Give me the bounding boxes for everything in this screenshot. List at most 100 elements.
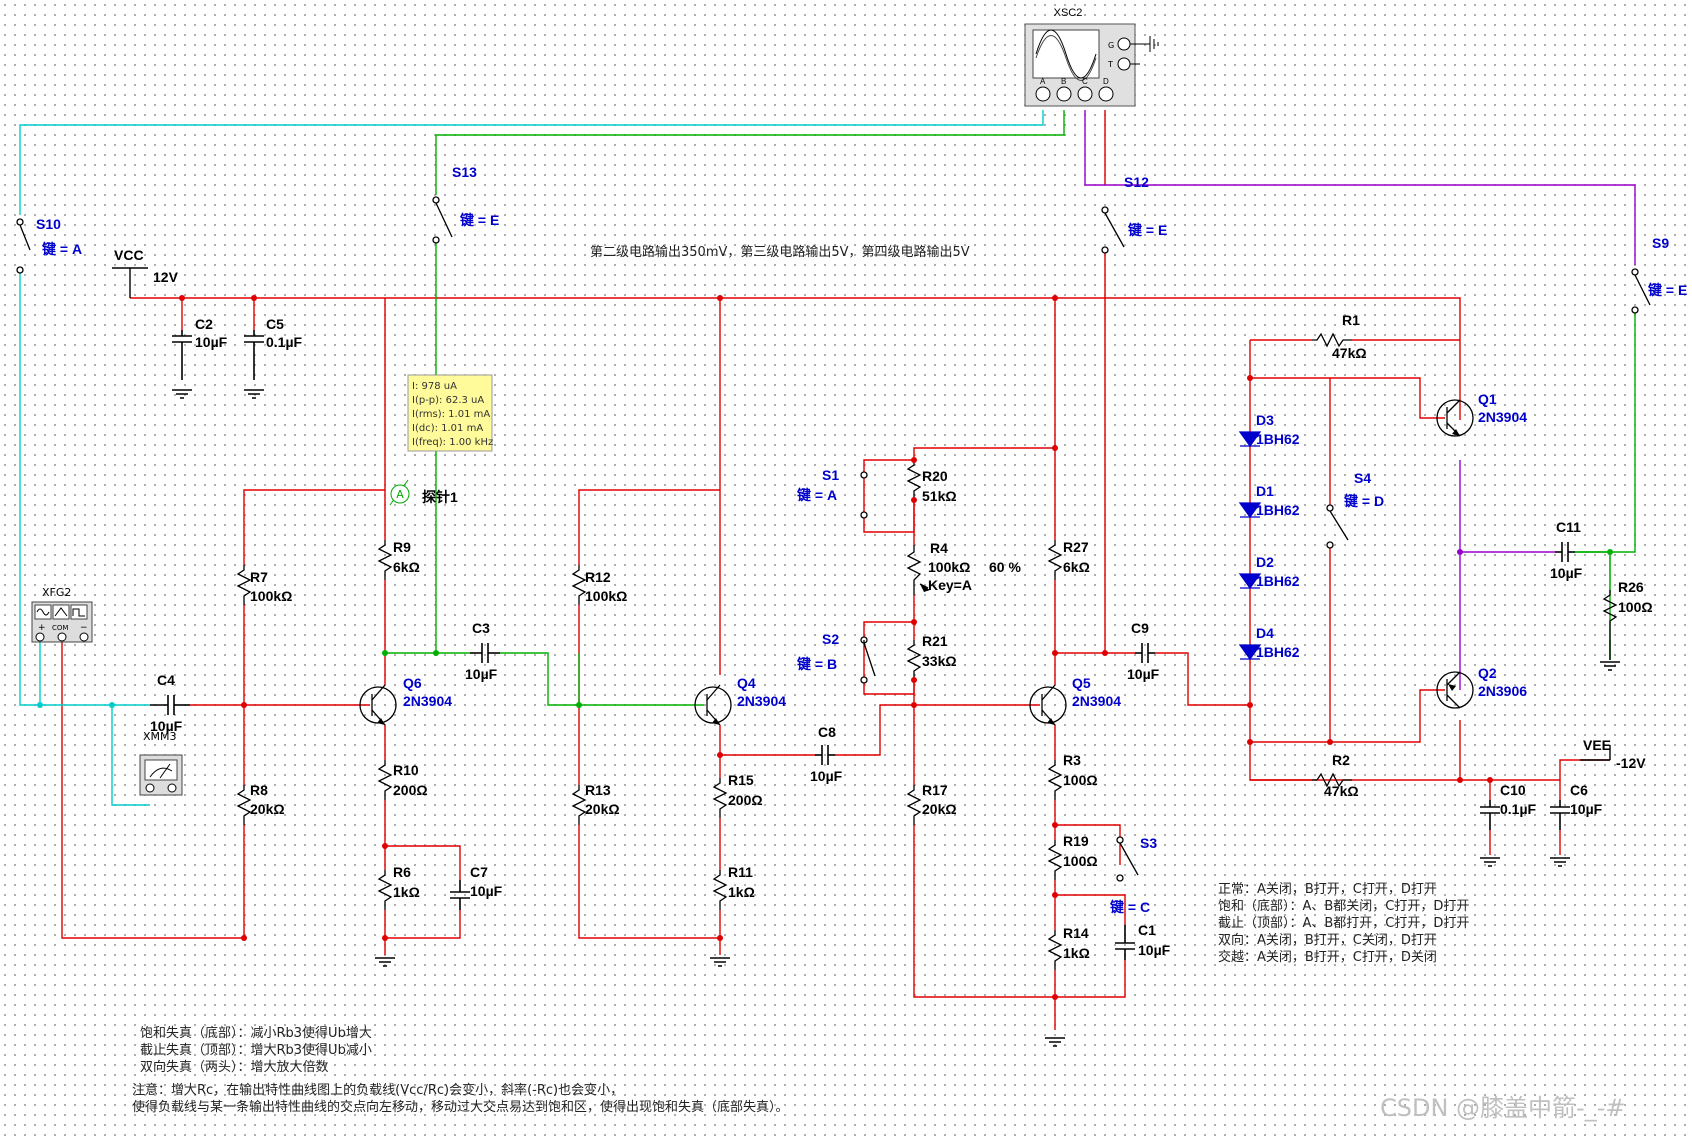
r15-value: 200Ω <box>728 792 763 808</box>
wires-purple <box>1084 110 1636 690</box>
capacitor-c3 <box>470 643 500 663</box>
c9-label: C9 <box>1131 620 1149 636</box>
junction-dots <box>179 295 1493 1000</box>
c6-value: 10µF <box>1570 801 1603 817</box>
r10-label: R10 <box>393 762 419 778</box>
s13-key: 键 = E <box>459 212 499 228</box>
junction-dots-green <box>382 549 1613 708</box>
switches <box>16 196 1651 882</box>
r7-value: 100kΩ <box>250 588 292 604</box>
probe-line-1: I: 978 uA <box>412 381 457 392</box>
r20-label: R20 <box>922 468 948 484</box>
note-header: 第二级电路输出350mV，第三级电路输出5V，第四级电路输出5V <box>590 244 970 260</box>
q5-model: 2N3904 <box>1072 693 1121 709</box>
scope-name: XSC2 <box>1054 7 1083 19</box>
capacitor-c5 <box>244 330 264 380</box>
r4-percent: 60 % <box>989 559 1021 575</box>
capacitor-c4 <box>150 695 190 715</box>
component-labels: VCC 12V VEE -12V S10 键 = A S13 键 = E S12… <box>36 164 1687 961</box>
oscilloscope-xsc2[interactable]: XSC2 G T A B C D <box>1024 7 1159 107</box>
multimeter-xmm3[interactable]: XMM3 <box>139 730 183 796</box>
r4-label: R4 <box>930 540 948 556</box>
resistor-r15 <box>712 778 728 818</box>
s2-key: 键 = B <box>796 656 837 672</box>
vee-label: VEE <box>1583 737 1611 753</box>
resistor-r21 <box>906 640 922 680</box>
resistor-r12 <box>571 565 587 605</box>
fgen-plus: + <box>38 623 46 633</box>
capacitor-c1 <box>1115 925 1135 960</box>
s4-label: S4 <box>1354 470 1371 486</box>
r11-label: R11 <box>728 864 753 880</box>
diodes <box>1238 431 1262 661</box>
mode-note-2: 饱和（底部）：A、B都关闭，C打开，D打开 <box>1218 898 1469 914</box>
function-generator-xfg2[interactable]: XFG2 + COM − <box>31 586 93 643</box>
s13-label: S13 <box>452 164 477 180</box>
junction-dots-cyan <box>37 702 115 708</box>
mode-note-4: 双向：A关闭，B打开，C关闭，D打开 <box>1218 932 1437 948</box>
r1-label: R1 <box>1342 312 1360 328</box>
scope-ch-b: B <box>1061 77 1066 86</box>
r13-value: 20kΩ <box>585 801 620 817</box>
q2-label: Q2 <box>1478 665 1497 681</box>
s9-key: 键 = E <box>1647 282 1687 298</box>
switch-s3[interactable] <box>1116 836 1139 882</box>
resistor-r13 <box>571 785 587 825</box>
resistor-r20 <box>906 460 922 500</box>
r14-label: R14 <box>1063 925 1089 941</box>
c4-value: 10µF <box>150 718 183 734</box>
r27-value: 6kΩ <box>1063 559 1090 575</box>
capacitor-c9 <box>1135 643 1155 663</box>
s1-key: 键 = A <box>796 487 837 503</box>
r26-label: R26 <box>1618 579 1644 595</box>
fgen-name: XFG2 <box>42 586 71 599</box>
capacitor-c8 <box>815 745 835 765</box>
s3-label: S3 <box>1140 835 1157 851</box>
caution-note-2: 使得负载线与某一条输出特性曲线的交点向左移动，移动过大交点易达到饱和区，使得出现… <box>132 1099 789 1115</box>
c10-value: 0.1µF <box>1500 801 1537 817</box>
switch-s2[interactable] <box>860 636 876 684</box>
s4-key: 键 = D <box>1343 493 1384 509</box>
resistor-r19 <box>1047 840 1063 880</box>
r4-key: Key=A <box>928 577 972 593</box>
switch-s10[interactable] <box>16 218 31 274</box>
c3-value: 10µF <box>465 666 498 682</box>
resistor-r7 <box>236 565 252 605</box>
r9-label: R9 <box>393 539 411 555</box>
c10-label: C10 <box>1500 782 1526 798</box>
switch-s4[interactable] <box>1326 504 1349 549</box>
dmm-name: XMM3 <box>143 730 177 743</box>
c4-label: C4 <box>157 672 175 688</box>
c1-value: 10µF <box>1138 942 1171 958</box>
capacitor-c10 <box>1480 800 1500 830</box>
switch-s12[interactable] <box>1101 206 1125 254</box>
switch-s1[interactable] <box>860 471 868 519</box>
resistor-r17 <box>906 785 922 825</box>
q4-label: Q4 <box>737 675 756 691</box>
scope-ch-c: C <box>1082 77 1088 86</box>
switch-s13[interactable] <box>432 196 453 244</box>
current-probe[interactable]: I: 978 uA I(p-p): 62.3 uA I(rms): 1.01 m… <box>389 374 493 506</box>
probe-line-4: I(dc): 1.01 mA <box>412 423 483 434</box>
d4-model: 1BH62 <box>1256 644 1300 660</box>
distortion-note-1: 饱和失真（底部）：减小Rb3使得Ub增大 <box>140 1025 372 1041</box>
r3-value: 100Ω <box>1063 772 1098 788</box>
probe-line-3: I(rms): 1.01 mA <box>412 409 490 420</box>
supply-symbols <box>112 267 1611 761</box>
r27-label: R27 <box>1063 539 1089 555</box>
r10-value: 200Ω <box>393 782 428 798</box>
resistors <box>236 332 1618 970</box>
vcc-value: 12V <box>153 269 179 285</box>
c11-value: 10µF <box>1550 565 1583 581</box>
r13-label: R13 <box>585 782 611 798</box>
s2-label: S2 <box>822 631 839 647</box>
probe-badge: A <box>396 488 404 501</box>
d3-label: D3 <box>1256 412 1274 428</box>
s10-label: S10 <box>36 216 61 232</box>
probe-line-5: I(freq): 1.00 kHz <box>412 437 493 448</box>
r12-value: 100kΩ <box>585 588 627 604</box>
q5-label: Q5 <box>1072 675 1091 691</box>
resistor-r11 <box>712 870 728 910</box>
switch-s9[interactable] <box>1631 268 1651 314</box>
